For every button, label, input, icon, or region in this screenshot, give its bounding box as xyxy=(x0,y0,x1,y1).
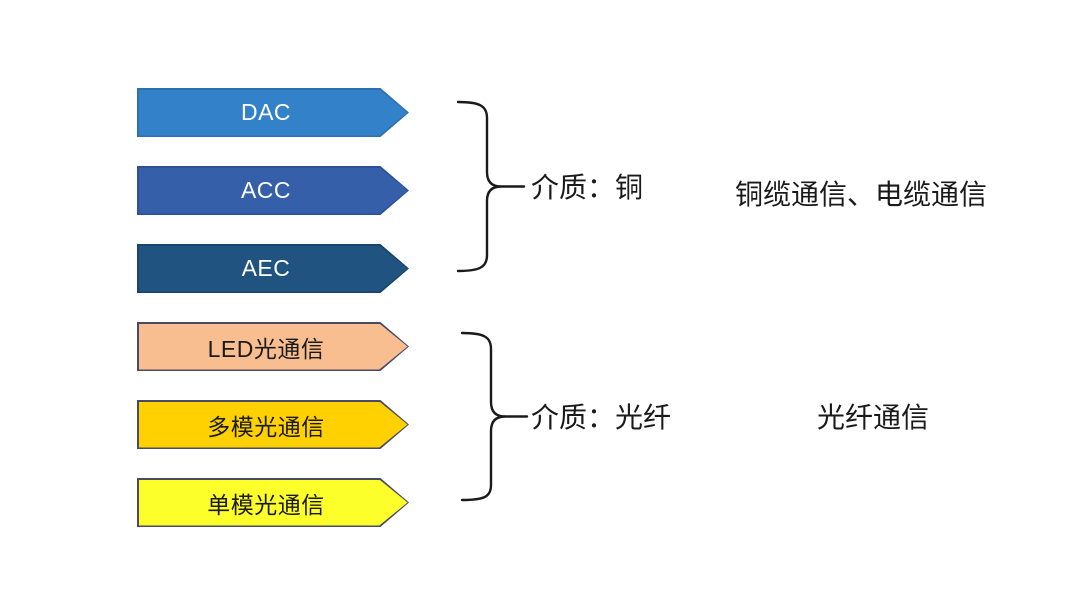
arrow-label: 多模光通信 xyxy=(207,413,325,440)
arrow-label: 单模光通信 xyxy=(207,491,325,518)
arrow-multimode-optical-body: 多模光通信 xyxy=(138,401,408,448)
arrow-aec: AEC xyxy=(137,244,409,293)
arrow-label: ACC xyxy=(240,177,292,203)
arrow-aec-body: AEC xyxy=(138,245,408,292)
arrow-dac: DAC xyxy=(137,88,409,137)
fiber-note: 光纤通信 xyxy=(817,402,930,433)
arrow-singlemode-optical: 单模光通信 xyxy=(137,478,409,527)
arrow-led-optical: LED光通信 xyxy=(137,322,409,371)
fiber-medium-label: 介质：光纤 xyxy=(531,402,672,433)
copper-group-brace xyxy=(456,100,502,273)
copper-note: 铜缆通信、电缆通信 xyxy=(735,179,988,210)
copper-medium-label: 介质：铜 xyxy=(531,172,644,203)
arrow-acc: ACC xyxy=(137,166,409,215)
arrow-led-optical-body: LED光通信 xyxy=(138,323,408,370)
fiber-group-brace xyxy=(460,331,506,502)
arrow-singlemode-optical-body: 单模光通信 xyxy=(138,479,408,526)
arrow-label: LED光通信 xyxy=(207,335,325,362)
arrow-multimode-optical: 多模光通信 xyxy=(137,400,409,449)
arrow-label: AEC xyxy=(241,255,291,281)
arrow-acc-body: ACC xyxy=(138,167,408,214)
arrow-label: DAC xyxy=(240,99,292,125)
arrow-dac-body: DAC xyxy=(138,89,408,136)
